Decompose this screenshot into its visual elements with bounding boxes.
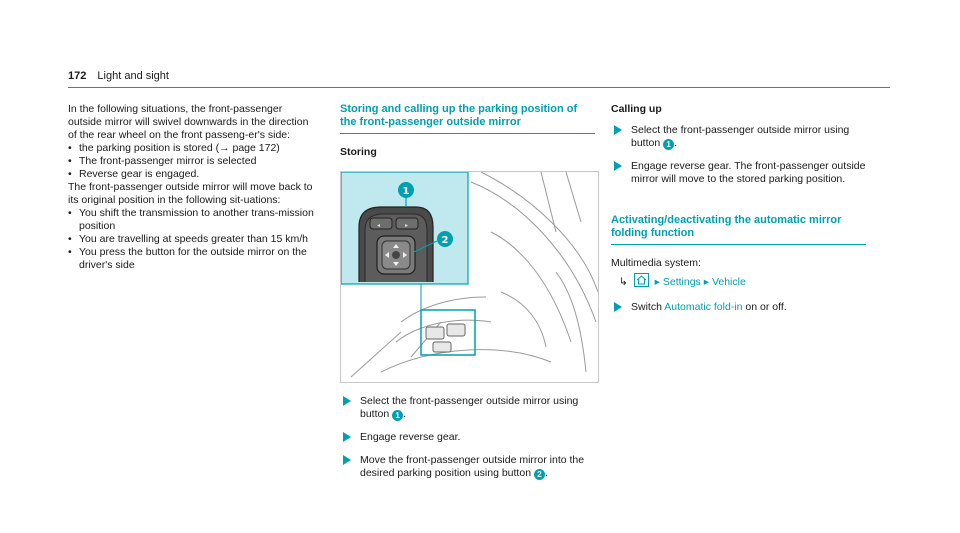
header-divider [68,87,890,88]
return-paragraph: The front-passenger outside mirror will … [68,181,313,206]
column-2: Storing and calling up the parking posit… [340,103,599,480]
subheading-calling-up: Calling up [611,103,662,115]
section-heading: Storing and calling up the parking posit… [340,103,578,128]
illustration-drawing: ◂ ▸ 1 2 [341,172,598,378]
automatic-fold-in-option[interactable]: Automatic fold-in [664,301,743,313]
step-end: . [403,408,407,420]
page-header: 172 Light and sight [68,70,169,82]
step-end: . [674,137,678,149]
storing-steps: Select the front-passenger outside mirro… [340,395,595,480]
step-text: Engage reverse gear. The front-passenger… [631,160,866,185]
step-move-mirror: Move the front-passenger outside mirror … [340,454,595,480]
callout-1: 1 [403,186,410,197]
step-text: on or off. [745,301,787,313]
step-arrow-icon [343,455,351,465]
heading-divider [611,244,866,245]
list-item: You shift the transmission to another tr… [68,207,318,233]
list-item: The front-passenger mirror is selected [68,155,318,168]
svg-text:◂: ◂ [377,222,380,229]
button-1-badge: 1 [392,410,404,421]
button-1-badge: 1 [663,139,675,150]
subheading-storing: Storing [340,146,377,158]
list-item: You are travelling at speeds greater tha… [68,233,318,246]
section-heading-auto-fold: Activating/deactivating the automatic mi… [611,214,842,239]
list-item: the parking position is stored (→ page 1… [68,142,318,155]
step-arrow-icon [614,125,622,135]
situation-list: the parking position is stored (→ page 1… [68,142,318,181]
step-text: Select the front-passenger outside mirro… [631,124,850,149]
step-select-mirror: Select the front-passenger outside mirro… [340,395,595,421]
return-list: You shift the transmission to another tr… [68,207,318,272]
multimedia-label: Multimedia system: [611,257,701,269]
column-1: In the following situations, the front-p… [68,103,318,272]
step-text: Select the front-passenger outside mirro… [360,395,579,420]
svg-text:▸: ▸ [405,222,408,229]
step-select-mirror: Select the front-passenger outside mirro… [611,124,866,150]
page-number: 172 [68,70,87,82]
path-separator-icon: ▸ [703,276,710,288]
menu-vehicle[interactable]: Vehicle [711,276,746,288]
step-engage-reverse: Engage reverse gear. [340,431,595,444]
menu-path: ↳ ▸ Settings ▸ Vehicle [611,273,866,289]
step-text: Switch [631,301,662,313]
list-item: You press the button for the outside mir… [68,246,318,272]
path-arrow-icon: ↳ [619,276,628,288]
callout-2: 2 [442,235,449,246]
step-text: Engage reverse gear. [360,431,461,443]
column-3: Calling up Select the front-passenger ou… [611,103,866,314]
button-2-badge: 2 [533,469,545,480]
step-arrow-icon [614,302,622,312]
step-text: Move the front-passenger outside mirror … [360,454,585,479]
step-arrow-icon [343,432,351,442]
path-separator-icon: ▸ [654,276,660,288]
step-switch-auto-fold: Switch Automatic fold-in on or off. [611,301,866,314]
step-engage-reverse: Engage reverse gear. The front-passenger… [611,160,866,186]
step-arrow-icon [343,396,351,406]
intro-paragraph: In the following situations, the front-p… [68,103,309,141]
section-title: Light and sight [97,70,169,82]
list-item: Reverse gear is engaged. [68,168,318,181]
mirror-control-illustration: ◂ ▸ 1 2 [340,171,599,383]
menu-settings[interactable]: Settings [662,276,701,288]
home-icon[interactable] [633,273,649,287]
step-end: . [544,467,548,479]
heading-divider [340,133,595,134]
step-arrow-icon [614,161,622,171]
